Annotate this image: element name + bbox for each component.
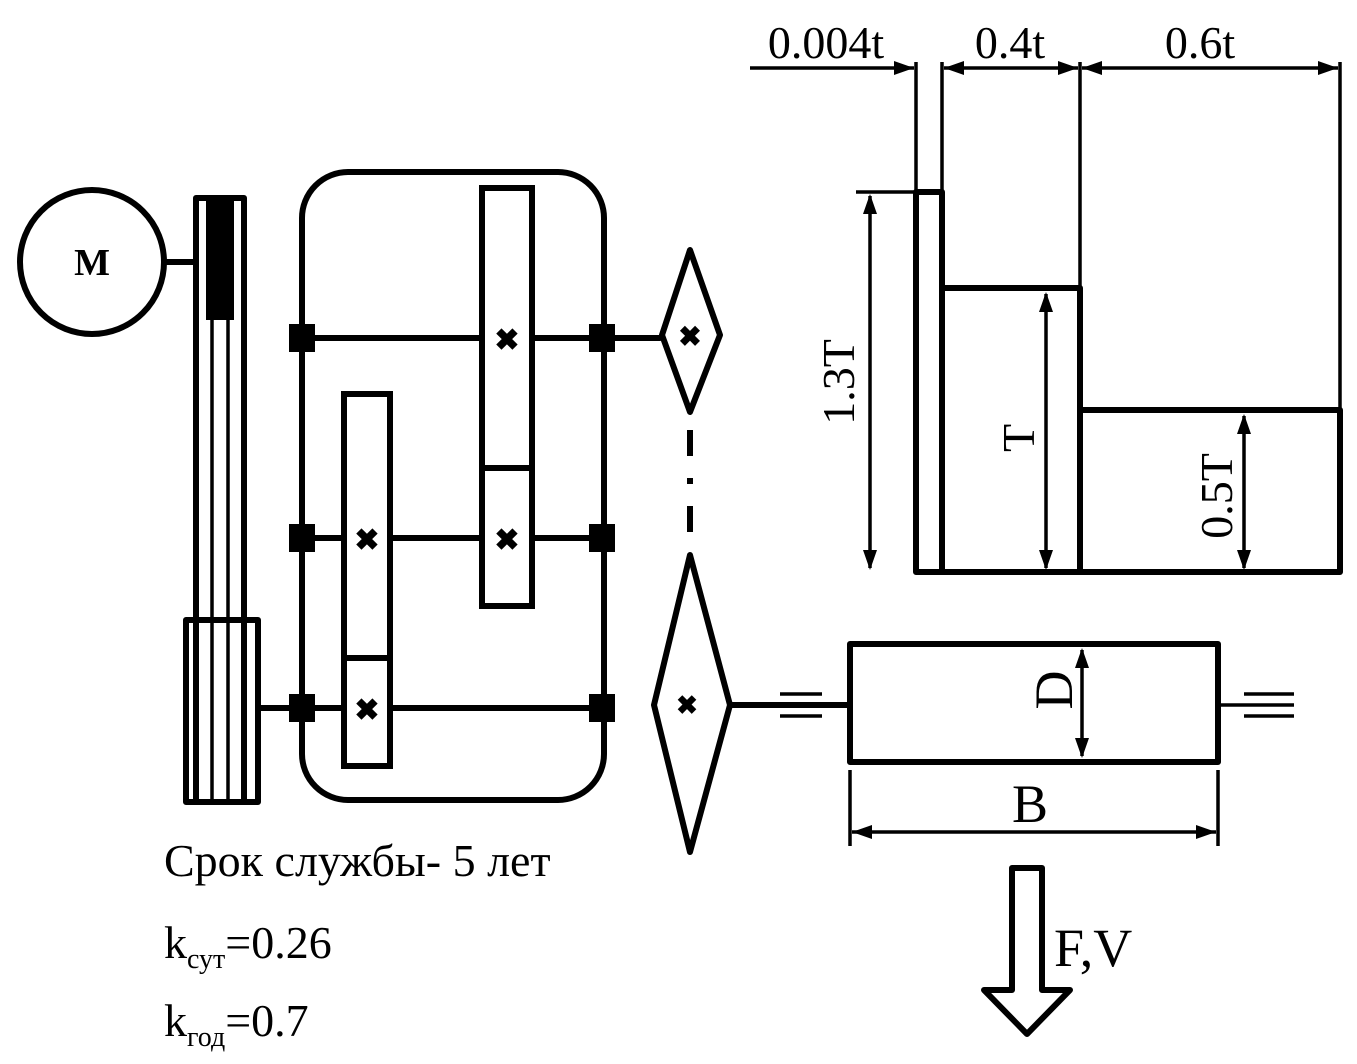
force-label: F,V [1054, 918, 1132, 978]
k-yearly-value: =0.7 [225, 995, 308, 1046]
drum: D B [847, 641, 1294, 846]
gear-mark-icon: ✖ [354, 694, 379, 727]
force-arrow: F,V [981, 865, 1132, 1037]
notes: Срок службы- 5 лет kсут=0.26 kгод=0.7 [164, 835, 551, 1053]
torque-label-2: T [993, 424, 1044, 452]
k-daily-value: =0.26 [225, 917, 331, 968]
gear-mark-icon: ✖ [354, 524, 379, 557]
k-daily-base: k [164, 917, 187, 968]
time-label-3: 0.6t [1165, 17, 1236, 68]
belt-drive [183, 195, 301, 805]
gear-mark-icon: ✖ [494, 324, 519, 357]
drum-width-label: B [1012, 774, 1048, 834]
drum-diameter-label: D [1024, 671, 1084, 710]
k-yearly-base: k [164, 995, 187, 1046]
time-label-1: 0.004t [768, 17, 885, 68]
gearbox: ✖ ✖ ✖ ✖ [289, 169, 663, 803]
k-daily-note: kсут=0.26 [164, 917, 332, 975]
torque-label-1: 1.3T [813, 339, 864, 425]
sprocket-mark-icon: ✖ [676, 691, 698, 720]
chain-drive: ✖ ✖ [651, 247, 853, 855]
k-yearly-sub: год [187, 1022, 225, 1053]
torque-label-3: 0.5T [1191, 453, 1242, 539]
k-daily-sub: сут [187, 944, 225, 975]
motor: М [17, 187, 199, 337]
sprocket-mark-icon: ✖ [678, 322, 701, 353]
gear-mark-icon: ✖ [494, 524, 519, 557]
motor-label: М [74, 242, 110, 284]
time-label-2: 0.4t [975, 17, 1046, 68]
k-yearly-note: kгод=0.7 [164, 995, 309, 1053]
load-diagram: 0.004t 0.4t 0.6t 1.3T T 0.5T [750, 17, 1343, 575]
service-life-note: Срок службы- 5 лет [164, 835, 551, 886]
